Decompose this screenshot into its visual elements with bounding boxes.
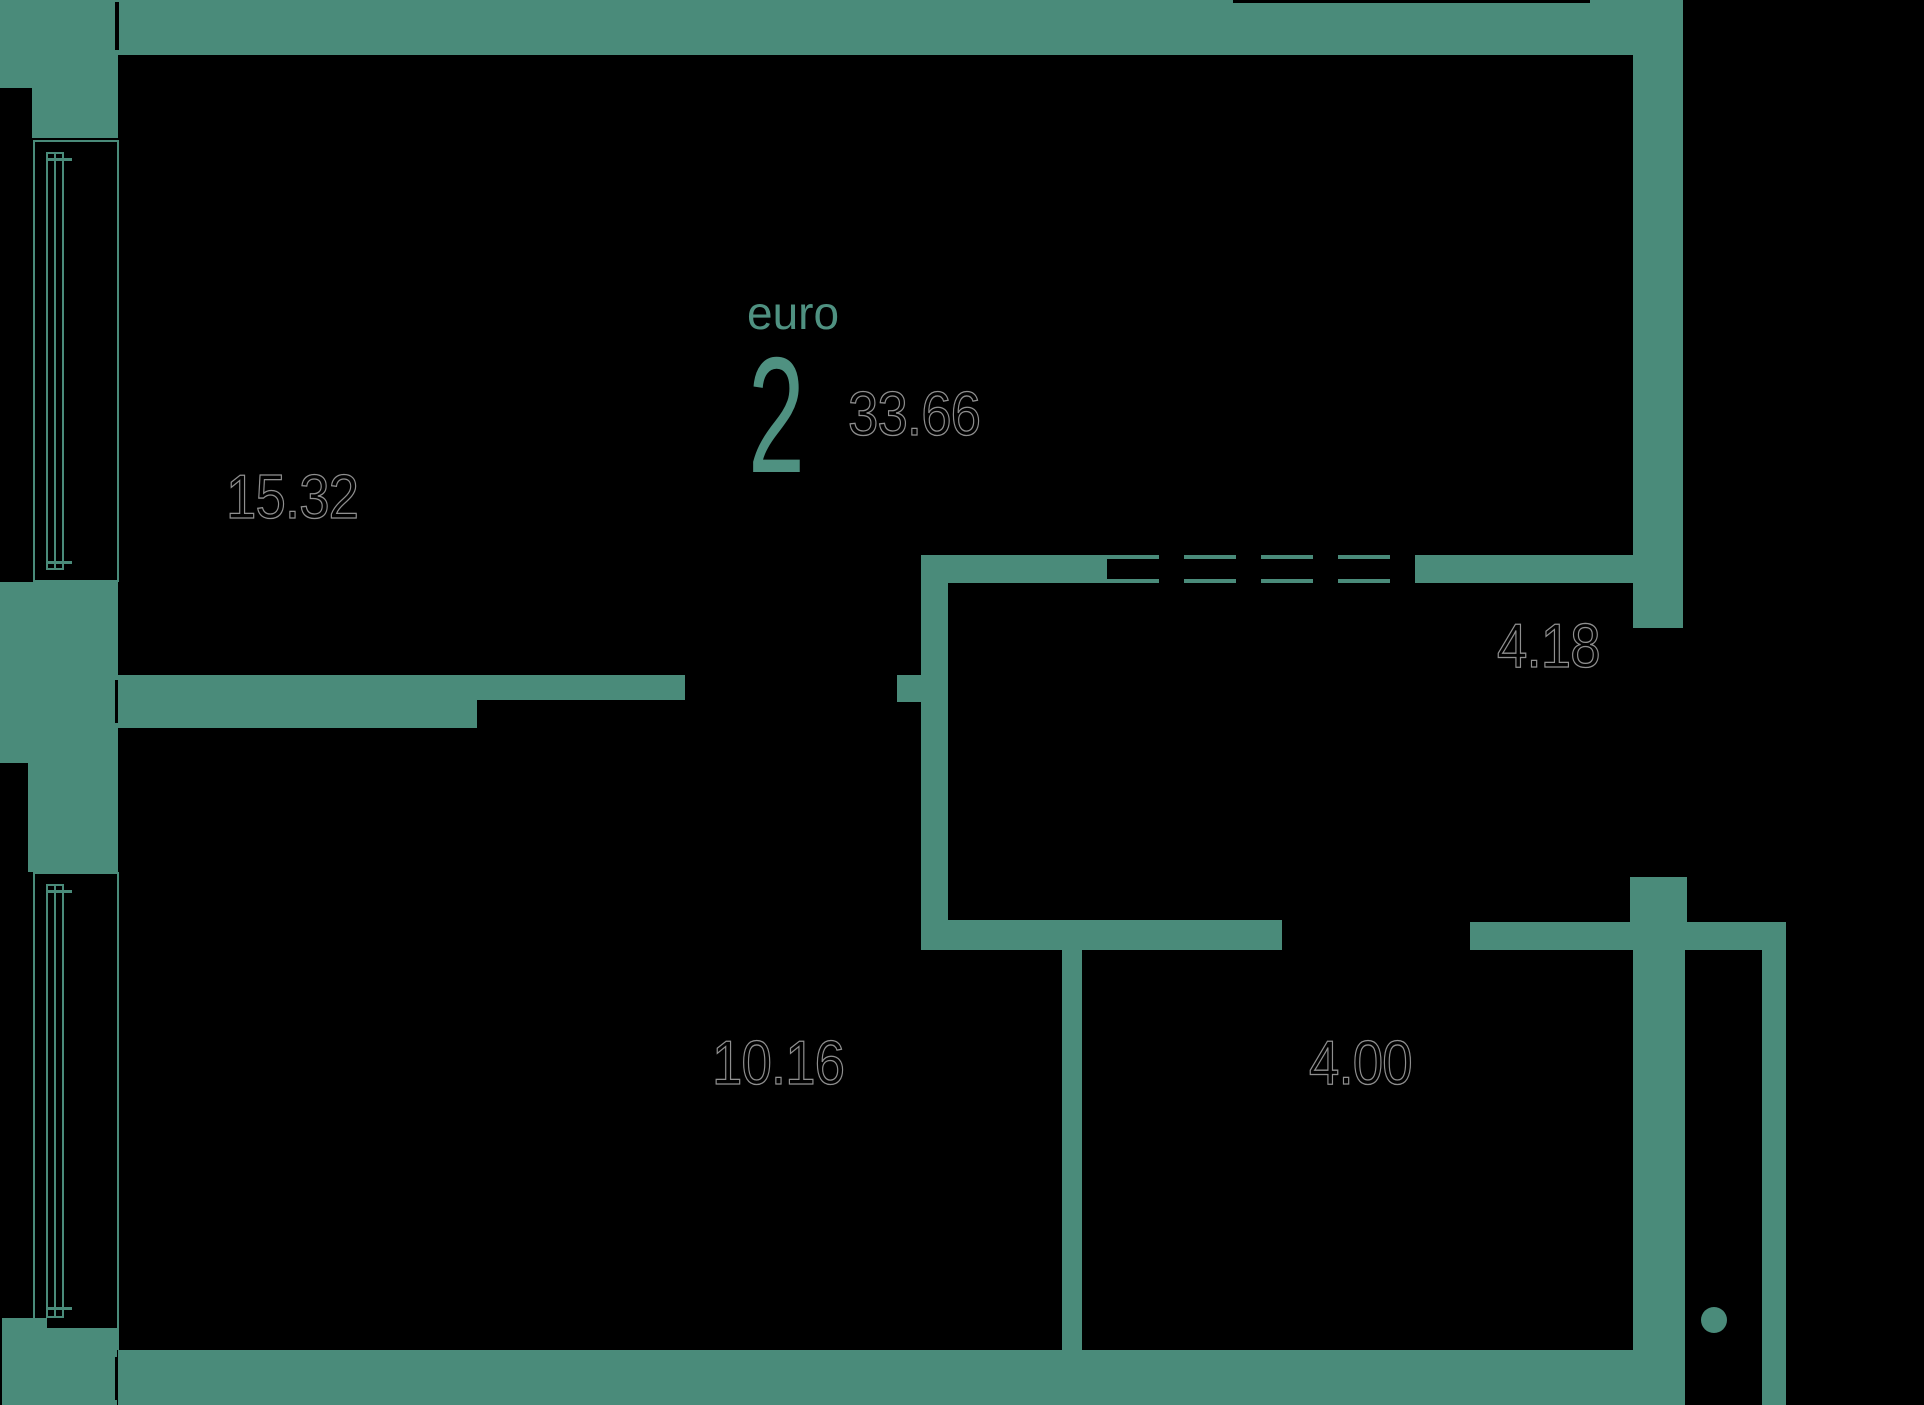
window-lower-tick-bottom: [46, 1307, 72, 1310]
door-handle-dot: [1701, 1307, 1727, 1333]
joint-line-bottom-left: [115, 1357, 117, 1400]
wall-left-middle-a: [0, 582, 118, 763]
wall-bath-divider: [1062, 950, 1082, 1350]
dashed-opening-bottom-edge: [1107, 579, 1415, 583]
entry-door-outer-jamb: [1762, 950, 1786, 1405]
wall-left-top-a: [0, 0, 118, 88]
window-lower-frame: [33, 872, 119, 1350]
room-area-label-bedroom: 10.16: [711, 1029, 845, 1098]
joint-line-top-sliver: [1233, 0, 1590, 3]
wall-left-bottom-a: [2, 1318, 47, 1405]
wall-top-band: [0, 0, 1683, 55]
wall-middle-thick: [115, 675, 477, 728]
entry-door-inner-jamb: [1633, 950, 1685, 1405]
total-area-label: 33.66: [847, 380, 981, 449]
joint-line-middle-left: [115, 680, 118, 723]
wall-left-bottom-b: [47, 1328, 117, 1405]
rooms-count: 2: [748, 323, 805, 507]
window-upper-frame: [33, 140, 119, 582]
window-lower-center-line: [54, 884, 56, 1318]
wall-right-upper: [1633, 55, 1683, 628]
joint-line-top-left: [115, 2, 119, 50]
window-upper-center-line: [54, 152, 56, 570]
room-area-label-bathroom: 4.00: [1308, 1029, 1413, 1098]
plan-type-label: euro: [747, 287, 840, 339]
room-area-label-hall: 4.18: [1496, 612, 1601, 681]
wall-bath-top-right: [1470, 922, 1786, 950]
entry-door-block: [1630, 877, 1687, 950]
room-area-label-living-kitchen: 15.32: [225, 463, 359, 532]
wall-doorway-stub: [897, 675, 922, 702]
wall-left-middle-b: [28, 763, 118, 872]
wall-bath-top-left: [923, 920, 1282, 950]
window-lower-tick-top: [46, 890, 72, 893]
wall-hall-top-left: [921, 555, 1107, 583]
wall-hall-top-right: [1415, 555, 1633, 583]
wall-bottom-band: [118, 1350, 1685, 1405]
wall-left-top-b: [32, 88, 118, 138]
dashed-opening-top-edge: [1107, 555, 1415, 559]
wall-central-vertical: [921, 555, 948, 950]
wall-middle-thin: [477, 675, 685, 700]
window-upper-tick-bottom: [46, 561, 72, 564]
window-upper-tick-top: [46, 158, 72, 161]
